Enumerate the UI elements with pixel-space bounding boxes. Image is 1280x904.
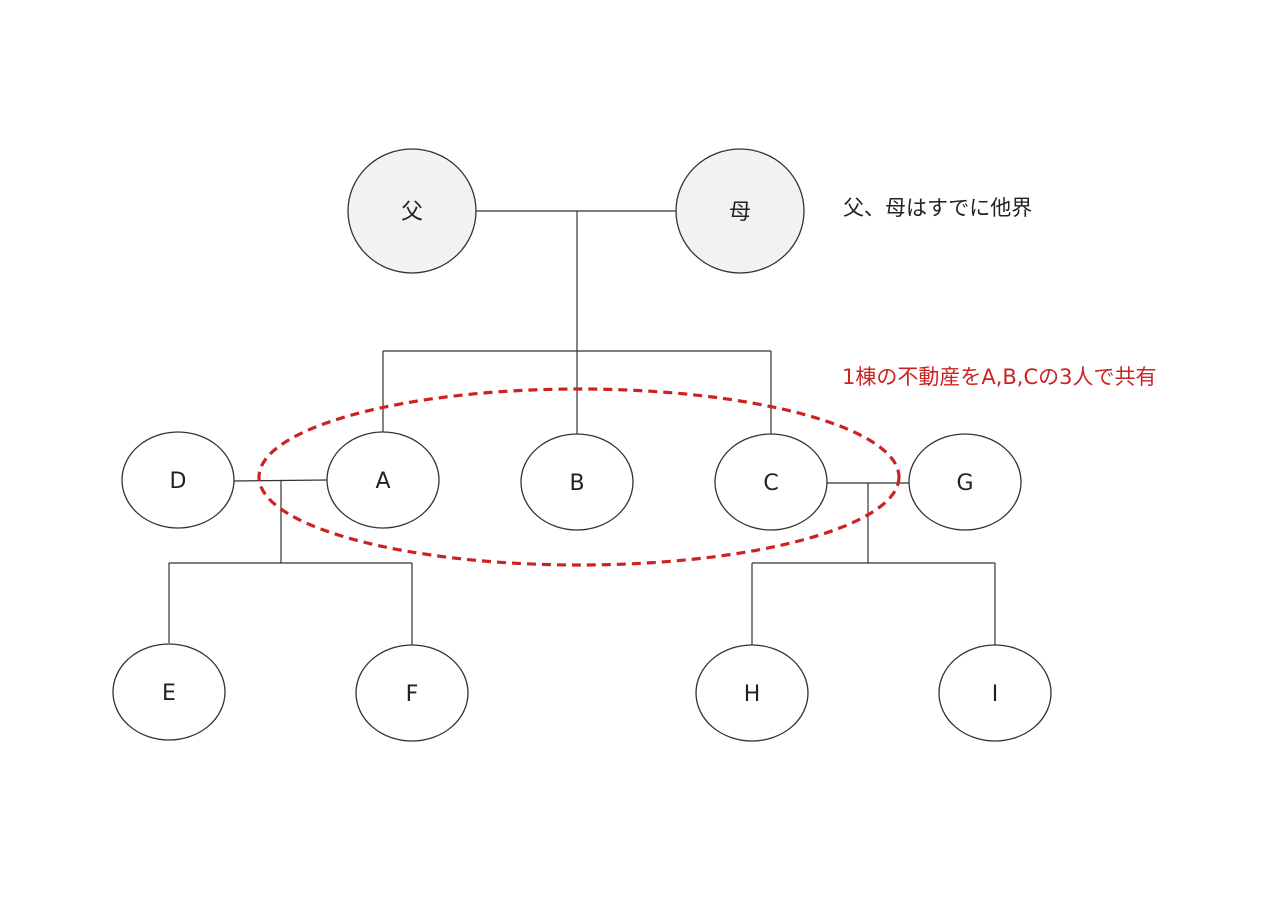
node-e-circle bbox=[112, 643, 226, 741]
node-d-circle bbox=[121, 431, 235, 529]
deceased-note: 父、母はすでに他界 bbox=[843, 196, 1032, 220]
node-b-circle bbox=[520, 433, 634, 531]
node-g-circle bbox=[908, 433, 1022, 531]
shared-property-note: 1棟の不動産をA,B,Cの3人で共有 bbox=[842, 365, 1157, 389]
node-b-label: B bbox=[569, 471, 584, 496]
node-mother: 母 bbox=[675, 148, 805, 274]
node-e: E bbox=[112, 643, 226, 741]
node-f: F bbox=[355, 644, 469, 742]
node-i-label: I bbox=[992, 682, 999, 707]
shared-property-highlight bbox=[257, 387, 901, 567]
node-f-circle bbox=[355, 644, 469, 742]
node-i: I bbox=[938, 644, 1052, 742]
node-c: C bbox=[714, 433, 828, 531]
node-a-circle bbox=[326, 431, 440, 529]
node-father-circle bbox=[347, 148, 477, 274]
node-g-label: G bbox=[956, 471, 973, 496]
node-d-label: D bbox=[170, 469, 187, 494]
connector-lines bbox=[168, 210, 996, 645]
node-mother-circle bbox=[675, 148, 805, 274]
node-mother-label: 母 bbox=[729, 200, 751, 225]
node-father-label: 父 bbox=[401, 200, 423, 225]
node-b: B bbox=[520, 433, 634, 531]
node-a-label: A bbox=[375, 469, 390, 494]
node-f-label: F bbox=[406, 682, 419, 707]
node-e-label: E bbox=[162, 681, 176, 706]
node-father: 父 bbox=[347, 148, 477, 274]
node-d: D bbox=[121, 431, 235, 529]
node-i-circle bbox=[938, 644, 1052, 742]
node-h: H bbox=[695, 644, 809, 742]
node-g: G bbox=[908, 433, 1022, 531]
node-h-label: H bbox=[744, 682, 761, 707]
d-a-marriage-line bbox=[233, 479, 329, 482]
node-c-label: C bbox=[763, 471, 778, 496]
node-c-circle bbox=[714, 433, 828, 531]
node-h-circle bbox=[695, 644, 809, 742]
node-a: A bbox=[326, 431, 440, 529]
